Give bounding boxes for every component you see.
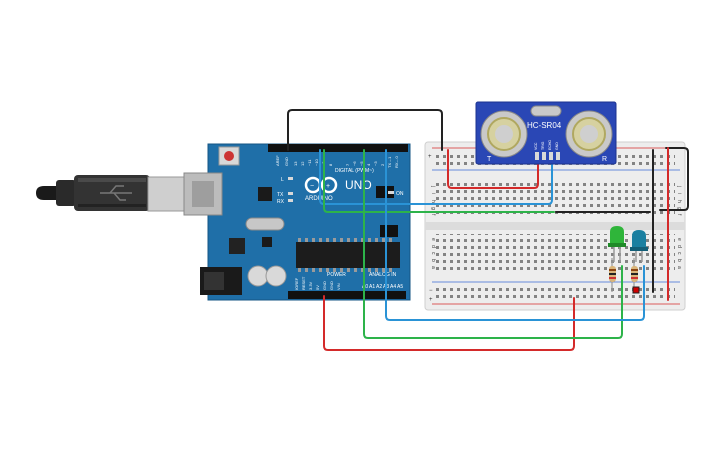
digital-header-label: DIGITAL (PWM~) bbox=[335, 168, 374, 174]
svg-text:g: g bbox=[676, 207, 682, 210]
svg-text:−: − bbox=[310, 183, 314, 190]
on-led-label: ON bbox=[396, 191, 404, 197]
usb-symbol-icon bbox=[100, 185, 132, 201]
svg-text:b: b bbox=[676, 259, 682, 262]
svg-text:A4: A4 bbox=[390, 284, 396, 290]
svg-text:~3: ~3 bbox=[373, 161, 378, 166]
reset-button bbox=[224, 151, 234, 161]
svg-text:i: i bbox=[430, 193, 436, 194]
svg-text:~6: ~6 bbox=[352, 161, 357, 166]
l-led-label: L bbox=[281, 177, 284, 183]
svg-text:TX→1: TX→1 bbox=[387, 156, 392, 168]
rail-connector-red bbox=[632, 286, 640, 294]
digital-pin-labels-lo: 7 ~6 ~5 4 ~3 2 TX→1 RX←0 bbox=[345, 155, 399, 168]
svg-text:~11: ~11 bbox=[307, 159, 312, 166]
resistor-2 bbox=[631, 258, 638, 292]
wire-gnd-black bbox=[287, 109, 443, 151]
wire-green-led bbox=[363, 149, 623, 339]
sensor-mark-t: T bbox=[487, 156, 492, 163]
svg-text:GND: GND bbox=[329, 281, 334, 290]
svg-text:−: − bbox=[429, 288, 433, 294]
svg-text:13: 13 bbox=[293, 161, 298, 166]
analog-pin-labels: A0 A1 A2 A3 A4 A5 bbox=[362, 284, 403, 290]
svg-text:GND: GND bbox=[322, 281, 327, 290]
atmega-chip bbox=[296, 242, 400, 268]
svg-text:d: d bbox=[430, 245, 436, 248]
svg-text:A5: A5 bbox=[397, 284, 403, 290]
wire-trig-blue bbox=[319, 149, 553, 205]
row-letters-left: j i h g f e d c b a bbox=[430, 185, 436, 269]
svg-text:h: h bbox=[676, 200, 682, 203]
svg-text:e: e bbox=[430, 238, 436, 241]
svg-text:RX←0: RX←0 bbox=[394, 155, 399, 168]
hc-sr04-sensor: HC-SR04 T R VCC TRIG ECHO GND bbox=[475, 101, 617, 165]
wire-rail-black bbox=[659, 147, 689, 211]
svg-text:8: 8 bbox=[328, 163, 333, 166]
board-model: UNO bbox=[345, 178, 372, 192]
svg-text:d: d bbox=[676, 245, 682, 248]
power-pin-labels: IOREF RESET 3.3V 5V GND GND VIN bbox=[294, 276, 341, 290]
svg-text:i: i bbox=[676, 193, 682, 194]
sensor-pin-labels: VCC TRIG ECHO GND bbox=[534, 140, 559, 150]
aref-label: AREF bbox=[275, 155, 280, 166]
svg-text:GND: GND bbox=[555, 142, 559, 150]
svg-text:12: 12 bbox=[300, 161, 305, 166]
sensor-name: HC-SR04 bbox=[527, 121, 562, 130]
svg-text:g: g bbox=[430, 207, 436, 210]
svg-text:e: e bbox=[676, 238, 682, 241]
transducer-left bbox=[480, 110, 528, 158]
arduino-uno-board: − + ARDUINO UNO ON TX RX L AREF GND DIGI… bbox=[183, 143, 411, 301]
svg-text:ECHO: ECHO bbox=[548, 140, 552, 150]
svg-text:h: h bbox=[430, 200, 436, 203]
led-blue bbox=[630, 230, 648, 262]
svg-text:TRIG: TRIG bbox=[541, 141, 545, 150]
svg-text:VIN: VIN bbox=[336, 283, 341, 290]
svg-text:A1: A1 bbox=[369, 284, 375, 290]
led-green bbox=[608, 226, 626, 262]
svg-text:2: 2 bbox=[380, 163, 385, 166]
power-header-label: POWER bbox=[327, 272, 346, 278]
svg-text:IOREF: IOREF bbox=[294, 277, 299, 290]
svg-text:VCC: VCC bbox=[534, 142, 538, 150]
transducer-right bbox=[565, 110, 613, 158]
svg-text:5V: 5V bbox=[315, 285, 320, 290]
sensor-mark-r: R bbox=[602, 156, 607, 163]
gnd-label: GND bbox=[284, 157, 289, 166]
rx-label: RX bbox=[277, 199, 285, 205]
svg-text:RESET: RESET bbox=[301, 276, 306, 290]
svg-text:3.3V: 3.3V bbox=[308, 281, 313, 290]
analog-header-label: ANALOG IN bbox=[369, 272, 397, 278]
row-letters-right: j i h g f e d c b a bbox=[676, 185, 682, 269]
svg-text:A2: A2 bbox=[376, 284, 382, 290]
svg-text:c: c bbox=[430, 252, 436, 255]
svg-text:f: f bbox=[676, 214, 682, 216]
wire-vcc-red bbox=[447, 149, 539, 189]
wire-blue-led bbox=[385, 149, 645, 321]
svg-text:b: b bbox=[430, 259, 436, 262]
svg-text:4: 4 bbox=[366, 163, 371, 166]
svg-text:~5: ~5 bbox=[359, 161, 364, 166]
wire-5v-red bbox=[323, 295, 575, 351]
wire-echo-green bbox=[323, 149, 555, 213]
svg-text:+: + bbox=[326, 183, 330, 190]
resistor-1 bbox=[609, 258, 616, 292]
wires bbox=[287, 109, 689, 351]
svg-text:j: j bbox=[430, 185, 436, 187]
svg-text:c: c bbox=[676, 252, 682, 255]
svg-text:7: 7 bbox=[345, 163, 350, 166]
svg-text:~10: ~10 bbox=[314, 158, 319, 166]
svg-text:+: + bbox=[428, 154, 432, 160]
svg-text:j: j bbox=[676, 185, 682, 187]
breadboard: + + − j i h g f e d c b a j i bbox=[424, 141, 686, 311]
svg-text:a: a bbox=[430, 266, 436, 269]
svg-text:f: f bbox=[430, 214, 436, 216]
tx-label: TX bbox=[277, 192, 284, 198]
svg-text:A0: A0 bbox=[362, 284, 368, 290]
svg-text:a: a bbox=[676, 266, 682, 269]
svg-text:+: + bbox=[429, 297, 433, 303]
